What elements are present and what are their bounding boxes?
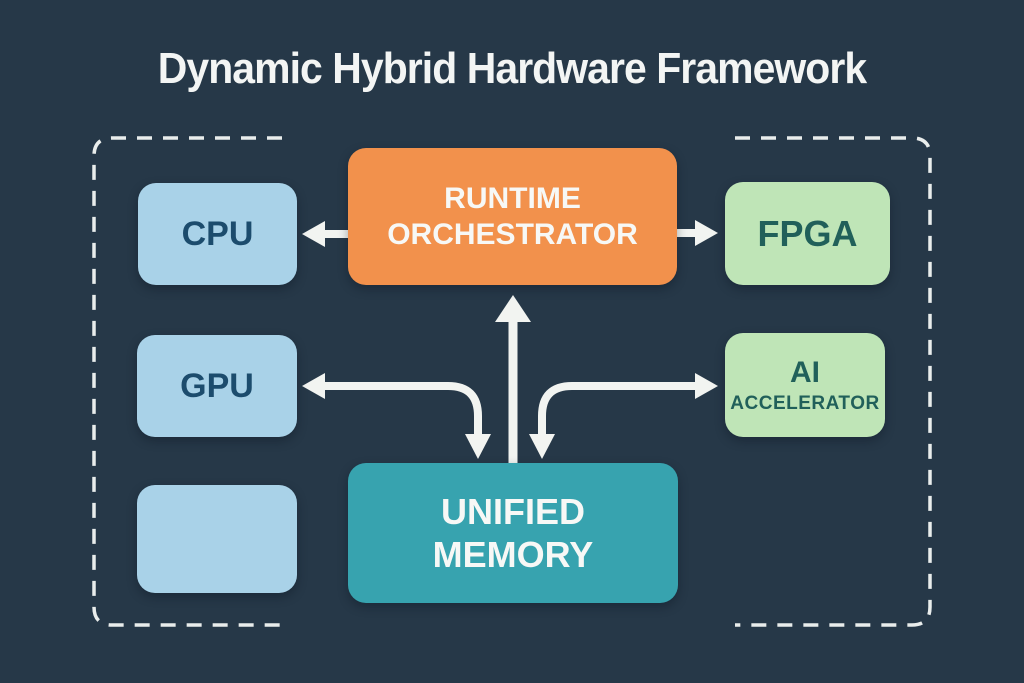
runtime-orchestrator-label-line2: ORCHESTRATOR: [387, 217, 638, 251]
node-cpu: CPU: [138, 183, 297, 285]
dashed-frame-right: [735, 136, 932, 627]
arrow-orchestrator-to-cpu: [302, 221, 348, 247]
fpga-label: FPGA: [757, 212, 858, 254]
arrows: [302, 220, 718, 465]
ai-accelerator-label-line1: AI: [790, 355, 820, 389]
cpu-label: CPU: [181, 214, 254, 253]
node-ai-accelerator: AI ACCELERATOR: [725, 333, 885, 437]
arrow-orchestrator-to-fpga: [677, 220, 718, 246]
arrow-gpu-memory: [302, 373, 491, 459]
node-runtime-orchestrator: RUNTIME ORCHESTRATOR: [348, 148, 677, 285]
arrow-memory-to-orchestrator: [495, 295, 531, 465]
unified-memory-label-line1: UNIFIED: [441, 490, 585, 532]
page-title: Dynamic Hybrid Hardware Framework: [157, 44, 867, 93]
dashed-frame: [92, 136, 932, 627]
arrow-memory-ai: [529, 373, 718, 459]
ai-accelerator-label-line2: ACCELERATOR: [730, 392, 880, 414]
gpu-label: GPU: [180, 366, 254, 405]
node-unified-memory: UNIFIED MEMORY: [348, 463, 678, 603]
runtime-orchestrator-label-line1: RUNTIME: [444, 181, 581, 215]
dashed-frame-left: [92, 136, 282, 627]
node-fpga: FPGA: [725, 182, 890, 285]
unified-memory-label-line2: MEMORY: [432, 534, 594, 575]
node-gpu: GPU: [137, 335, 297, 437]
node-spare-empty: [137, 485, 297, 593]
